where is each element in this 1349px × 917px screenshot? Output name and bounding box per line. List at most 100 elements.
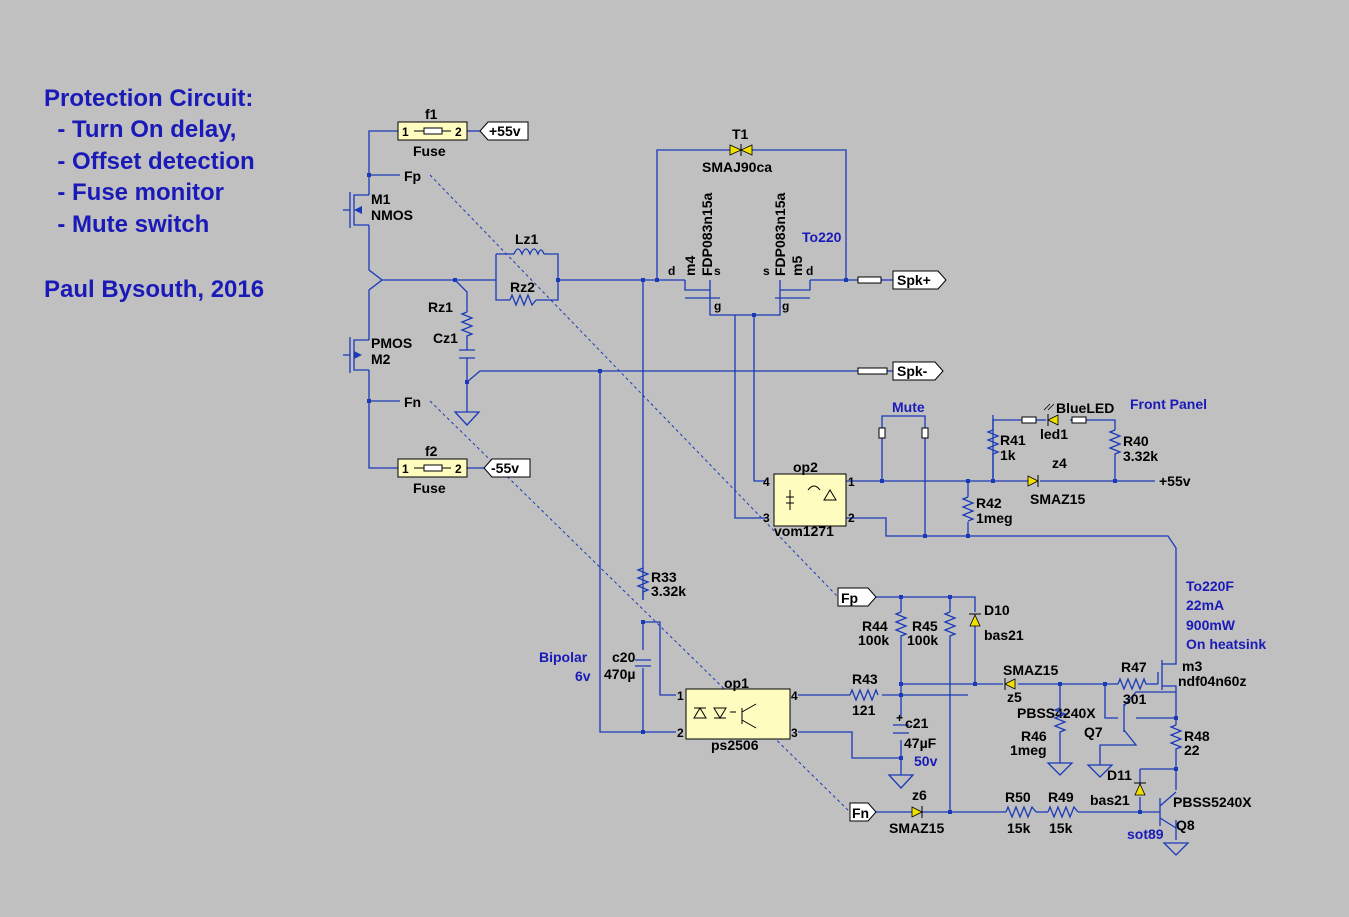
mosfet-m4: d s g m4 FDP083n15a xyxy=(668,193,721,313)
diode-d11: D11 bas21 xyxy=(1090,767,1146,808)
lz1-ref: Lz1 xyxy=(515,231,539,247)
op2-pin3: 3 xyxy=(763,511,770,525)
r50-ref: R50 xyxy=(1005,789,1031,805)
op1-pin3: 3 xyxy=(791,726,798,740)
op1-pin2: 2 xyxy=(677,726,684,740)
spk-plus-jumper xyxy=(857,276,882,284)
fp-flag-label: Fp xyxy=(841,590,858,606)
z5-ref: z5 xyxy=(1007,689,1022,705)
rz1-ref: Rz1 xyxy=(428,299,453,315)
resistor-r46: R46 1meg xyxy=(1010,707,1067,758)
fuse-f1: 1 2 f1 Fuse xyxy=(397,106,468,159)
resistor-r41: R41 1k xyxy=(986,429,1026,463)
m5-value: FDP083n15a xyxy=(772,193,788,276)
spk-minus-label: Spk- xyxy=(897,363,928,379)
junctions xyxy=(367,173,1178,814)
mosfet-m3: m3 ndf04n60z xyxy=(1157,655,1246,690)
r45-value: 100k xyxy=(907,632,938,648)
led-contact-left xyxy=(1021,416,1037,424)
z5-value: SMAZ15 xyxy=(1003,662,1058,678)
title-line-1: Protection Circuit: xyxy=(44,85,253,112)
transistor-q8: PBSS5240X Q8 sot89 xyxy=(1127,791,1252,842)
m5-pin-s: s xyxy=(763,264,770,278)
optocoupler-op2: 4 3 1 2 op2 vom1271 xyxy=(763,459,855,539)
front-panel-note: Front Panel xyxy=(1130,396,1207,412)
capacitor-cz1: Cz1 xyxy=(433,330,475,359)
m2-value: PMOS xyxy=(371,335,412,351)
fp-net-label: Fp xyxy=(404,168,421,184)
r48-ref: R48 xyxy=(1184,728,1210,744)
resistor-r47: R47 301 xyxy=(1117,659,1150,707)
led-led1: BlueLED led1 xyxy=(1040,400,1114,442)
m5-ref: m5 xyxy=(789,256,805,276)
ground-4 xyxy=(1162,842,1190,856)
r46-ref: R46 xyxy=(1021,728,1047,744)
mute-contact-left xyxy=(878,427,886,439)
r33-ref: R33 xyxy=(651,569,677,585)
resistor-r43: R43 121 xyxy=(849,671,879,718)
r45-ref: R45 xyxy=(912,618,938,634)
bipolar-note: Bipolar xyxy=(539,649,588,665)
title-block: Protection Circuit: - Turn On delay, - O… xyxy=(44,85,264,303)
title-line-2: - Turn On delay, xyxy=(44,116,236,143)
r42-ref: R42 xyxy=(976,495,1002,511)
op1-value: ps2506 xyxy=(711,737,759,753)
mosfet-m2: PMOS M2 xyxy=(343,335,412,373)
r48-value: 22 xyxy=(1184,742,1200,758)
m5-pin-d: d xyxy=(806,264,813,278)
r41-ref: R41 xyxy=(1000,432,1026,448)
r44-ref: R44 xyxy=(862,618,888,634)
led-contact-right xyxy=(1071,416,1087,424)
zener-z5: SMAZ15 z5 xyxy=(1003,662,1058,705)
led1-ref: led1 xyxy=(1040,426,1068,442)
power-note: 900mW xyxy=(1186,617,1236,633)
to220f-note: To220F xyxy=(1186,578,1234,594)
inductor-lz1: Lz1 xyxy=(513,231,545,256)
f2-value: Fuse xyxy=(413,480,446,496)
f2-ref: f2 xyxy=(425,443,438,459)
f1-pin2: 2 xyxy=(455,125,462,139)
q8-value: PBSS5240X xyxy=(1173,794,1252,810)
m4-ref: m4 xyxy=(682,256,698,276)
diode-d10: D10 bas21 xyxy=(969,602,1024,643)
resistor-r42: R42 1meg xyxy=(961,495,1013,526)
transistor-q7: PBSS4240X Q7 xyxy=(1017,704,1125,740)
op2-pin1: 1 xyxy=(848,475,855,489)
heatsink-note: On heatsink xyxy=(1186,636,1266,652)
z4-value: SMAZ15 xyxy=(1030,491,1085,507)
m5-pin-g: g xyxy=(782,299,789,313)
net-flag-plus55: +55v xyxy=(479,121,529,141)
c21-value: 47µF xyxy=(904,735,937,751)
resistor-r50: R50 15k xyxy=(1005,789,1037,836)
z6-value: SMAZ15 xyxy=(889,820,944,836)
sot89-note: sot89 xyxy=(1127,826,1164,842)
resistor-r49: R49 15k xyxy=(1047,789,1079,836)
q7-value: PBSS4240X xyxy=(1017,705,1096,721)
c20-value: 470µ xyxy=(604,666,635,682)
d10-ref: D10 xyxy=(984,602,1010,618)
title-line-3: - Offset detection xyxy=(44,148,255,175)
bipolar-voltage-note: 6v xyxy=(575,668,591,684)
r47-value: 301 xyxy=(1123,691,1147,707)
r43-ref: R43 xyxy=(852,671,878,687)
resistor-r48: R48 22 xyxy=(1169,724,1210,758)
spk-plus-label: Spk+ xyxy=(897,272,931,288)
op1-pin4: 4 xyxy=(791,689,798,703)
resistor-rz1: Rz1 xyxy=(428,299,474,340)
ground-3 xyxy=(1046,762,1114,778)
r40-value: 3.32k xyxy=(1123,448,1158,464)
op1-pin1: 1 xyxy=(677,689,684,703)
q7-ref: Q7 xyxy=(1084,724,1103,740)
ground-1 xyxy=(453,411,481,426)
fuse-f2: 1 2 f2 Fuse xyxy=(397,443,468,496)
net-flag-minus55: -55v xyxy=(483,458,531,478)
zener-z6: z6 SMAZ15 xyxy=(889,787,944,836)
wires xyxy=(368,130,1177,840)
resistor-rz2: Rz2 xyxy=(509,279,537,307)
plus55-right-label: +55v xyxy=(1159,473,1191,489)
title-line-5: - Mute switch xyxy=(44,211,209,238)
r50-value: 15k xyxy=(1007,820,1031,836)
op2-value: vom1271 xyxy=(774,523,834,539)
r40-ref: R40 xyxy=(1123,433,1149,449)
title-line-4: - Fuse monitor xyxy=(44,179,224,206)
